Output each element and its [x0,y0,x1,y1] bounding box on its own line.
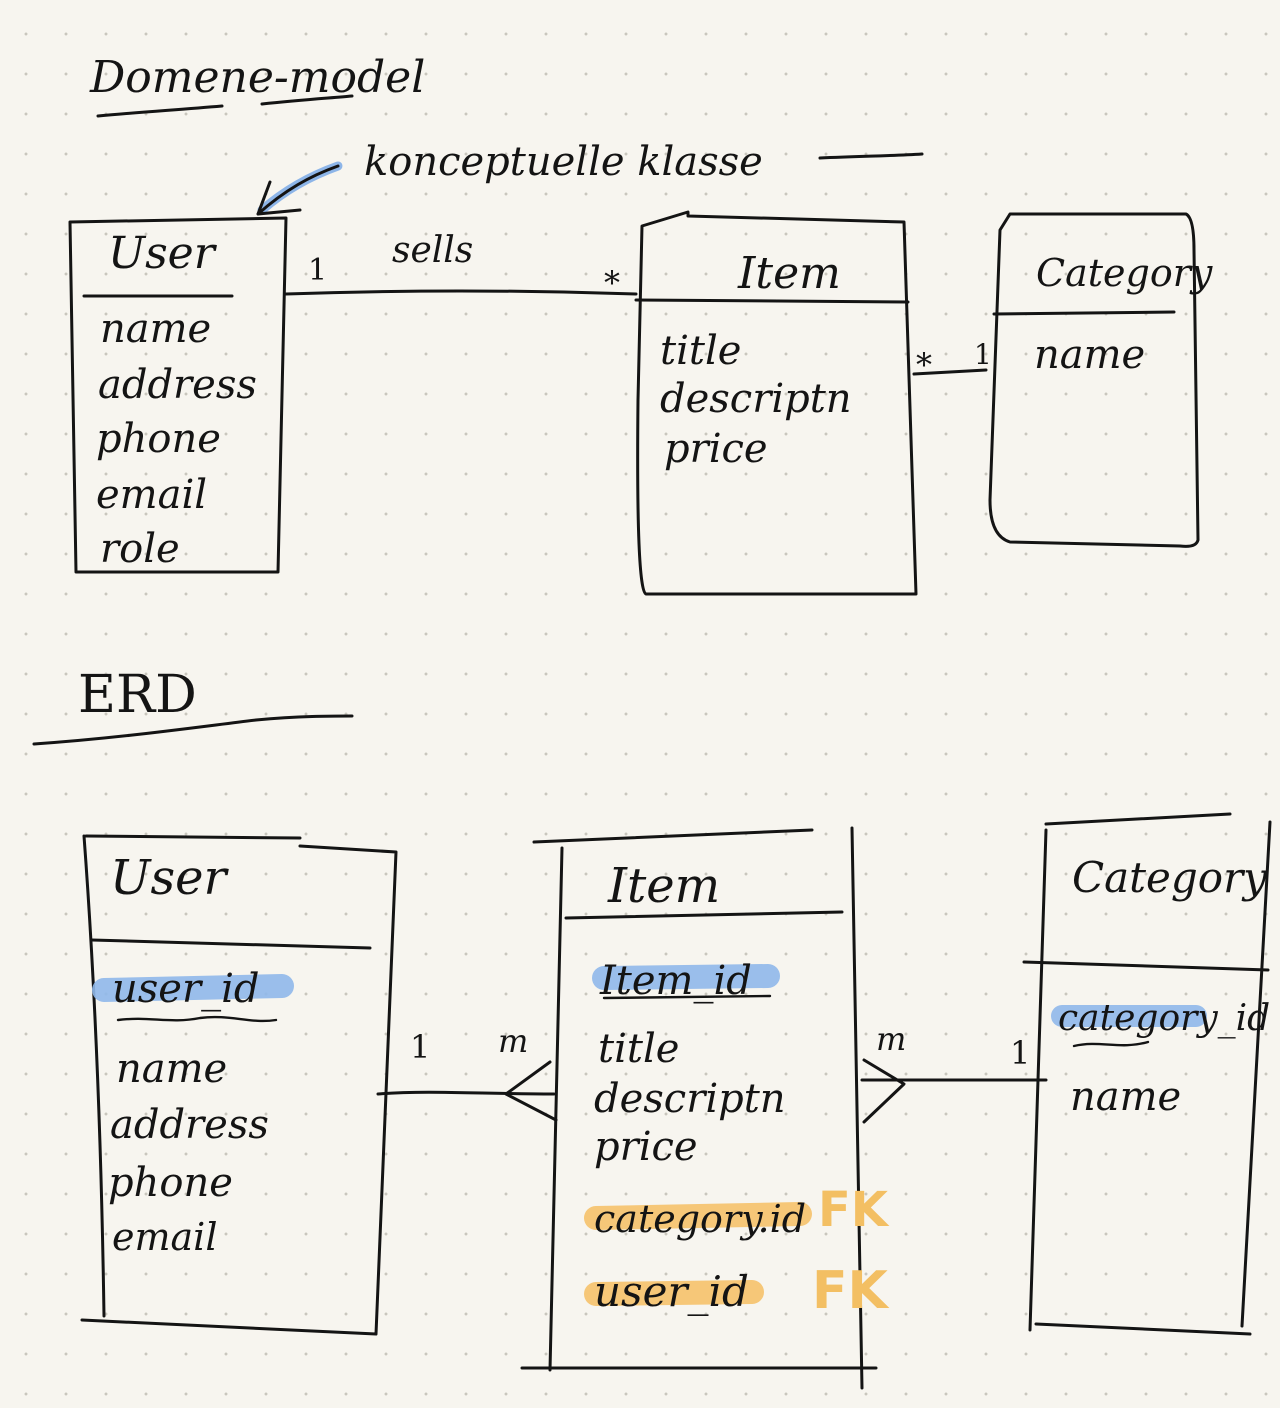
erd-user-attr: email [112,1215,217,1259]
domain-multiplicity: * [604,264,620,302]
domain-model-heading-underline [96,94,354,118]
domain-multiplicity: * [916,346,932,384]
domain-item-attr: descriptn [660,376,852,422]
domain-association-user-item [284,289,638,296]
domain-item-attr: price [664,426,768,472]
domain-user-title: User [108,228,218,279]
erd-user-table: User user_id name address phone email [80,834,398,1336]
domain-item-title: Item [737,248,841,299]
erd-category-divider [1022,960,1270,972]
domain-association-item-category [912,368,988,376]
domain-annotation: konceptuelle klasse [364,139,763,185]
domain-user-attr: name [100,306,211,352]
erd-item-attr: title [598,1026,679,1072]
domain-item-class: Item title descriptn price [634,210,918,596]
domain-category-title: Category [1036,251,1213,295]
domain-multiplicity: 1 [974,338,992,371]
erd-item-fk-tag: FK [818,1182,890,1238]
erd-user-box [80,834,398,1336]
annotation-underline [818,152,924,160]
erd-cardinality: 1 [410,1028,430,1066]
erd-cardinality: m [498,1022,528,1060]
erd-item-pk-highlight [592,964,780,990]
domain-category-box [988,212,1200,548]
domain-category-class: Category name [988,212,1213,548]
erd-user-pk-underline [116,1015,278,1023]
erd-item-attr: price [594,1124,698,1170]
erd-item-pk-underline [602,994,772,1000]
annotation-arrow [256,164,340,216]
domain-category-attr: name [1034,332,1145,378]
domain-item-box [636,210,918,596]
erd-section: ERD User user_id name address phone emai… [32,665,1272,1390]
erd-heading-underline [32,714,354,746]
erd-crowsfoot-item-left [504,1060,558,1122]
erd-relationship-user-item [376,1090,556,1096]
erd-item-fk-tag: FK [812,1261,890,1321]
domain-user-attr: email [96,472,207,518]
erd-category-title: Category [1072,853,1268,902]
erd-item-attr: descriptn [594,1076,786,1122]
erd-user-pk-highlight [92,974,294,1002]
erd-category-pk-underline [1072,1040,1150,1048]
erd-crowsfoot-item-right [862,1058,906,1124]
erd-user-pk: user_id [112,966,259,1012]
domain-item-divider [634,298,910,304]
domain-user-attr: role [100,526,180,572]
domain-item-attr: title [660,328,741,374]
erd-user-attr: name [116,1046,227,1092]
erd-item-fk: category.id [594,1197,806,1241]
domain-association-label: sells [392,230,473,271]
domain-multiplicity: 1 [308,253,327,288]
erd-user-title: User [110,850,229,906]
erd-item-box [520,826,878,1390]
erd-category-table: Category category_id name [1022,812,1272,1336]
erd-category-attr: name [1070,1074,1181,1120]
erd-cardinality: 1 [1010,1034,1030,1072]
erd-category-pk: category_id [1058,998,1270,1039]
erd-item-fk-highlight [584,1280,764,1306]
erd-item-fk-highlight [584,1202,812,1230]
erd-user-divider [90,938,372,950]
domain-user-attr: phone [96,416,221,462]
erd-heading: ERD [78,665,197,725]
domain-user-attr: address [98,362,257,408]
erd-user-attr: phone [108,1160,233,1206]
erd-item-fk: user_id [594,1267,749,1316]
erd-item-table: Item Item_id title descriptn price categ… [520,826,890,1390]
annotation-arrow-highlight [257,161,343,215]
erd-item-title: Item [607,858,720,914]
erd-cardinality: m [876,1020,906,1058]
domain-model-section: Domene-model konceptuelle klasse User na… [68,52,1213,596]
erd-item-divider [564,910,844,920]
erd-user-attr: address [110,1102,269,1148]
domain-category-divider [992,310,1176,316]
domain-user-class: User name address phone email role [68,216,288,574]
domain-model-heading: Domene-model [89,52,425,103]
domain-user-box [68,216,288,574]
